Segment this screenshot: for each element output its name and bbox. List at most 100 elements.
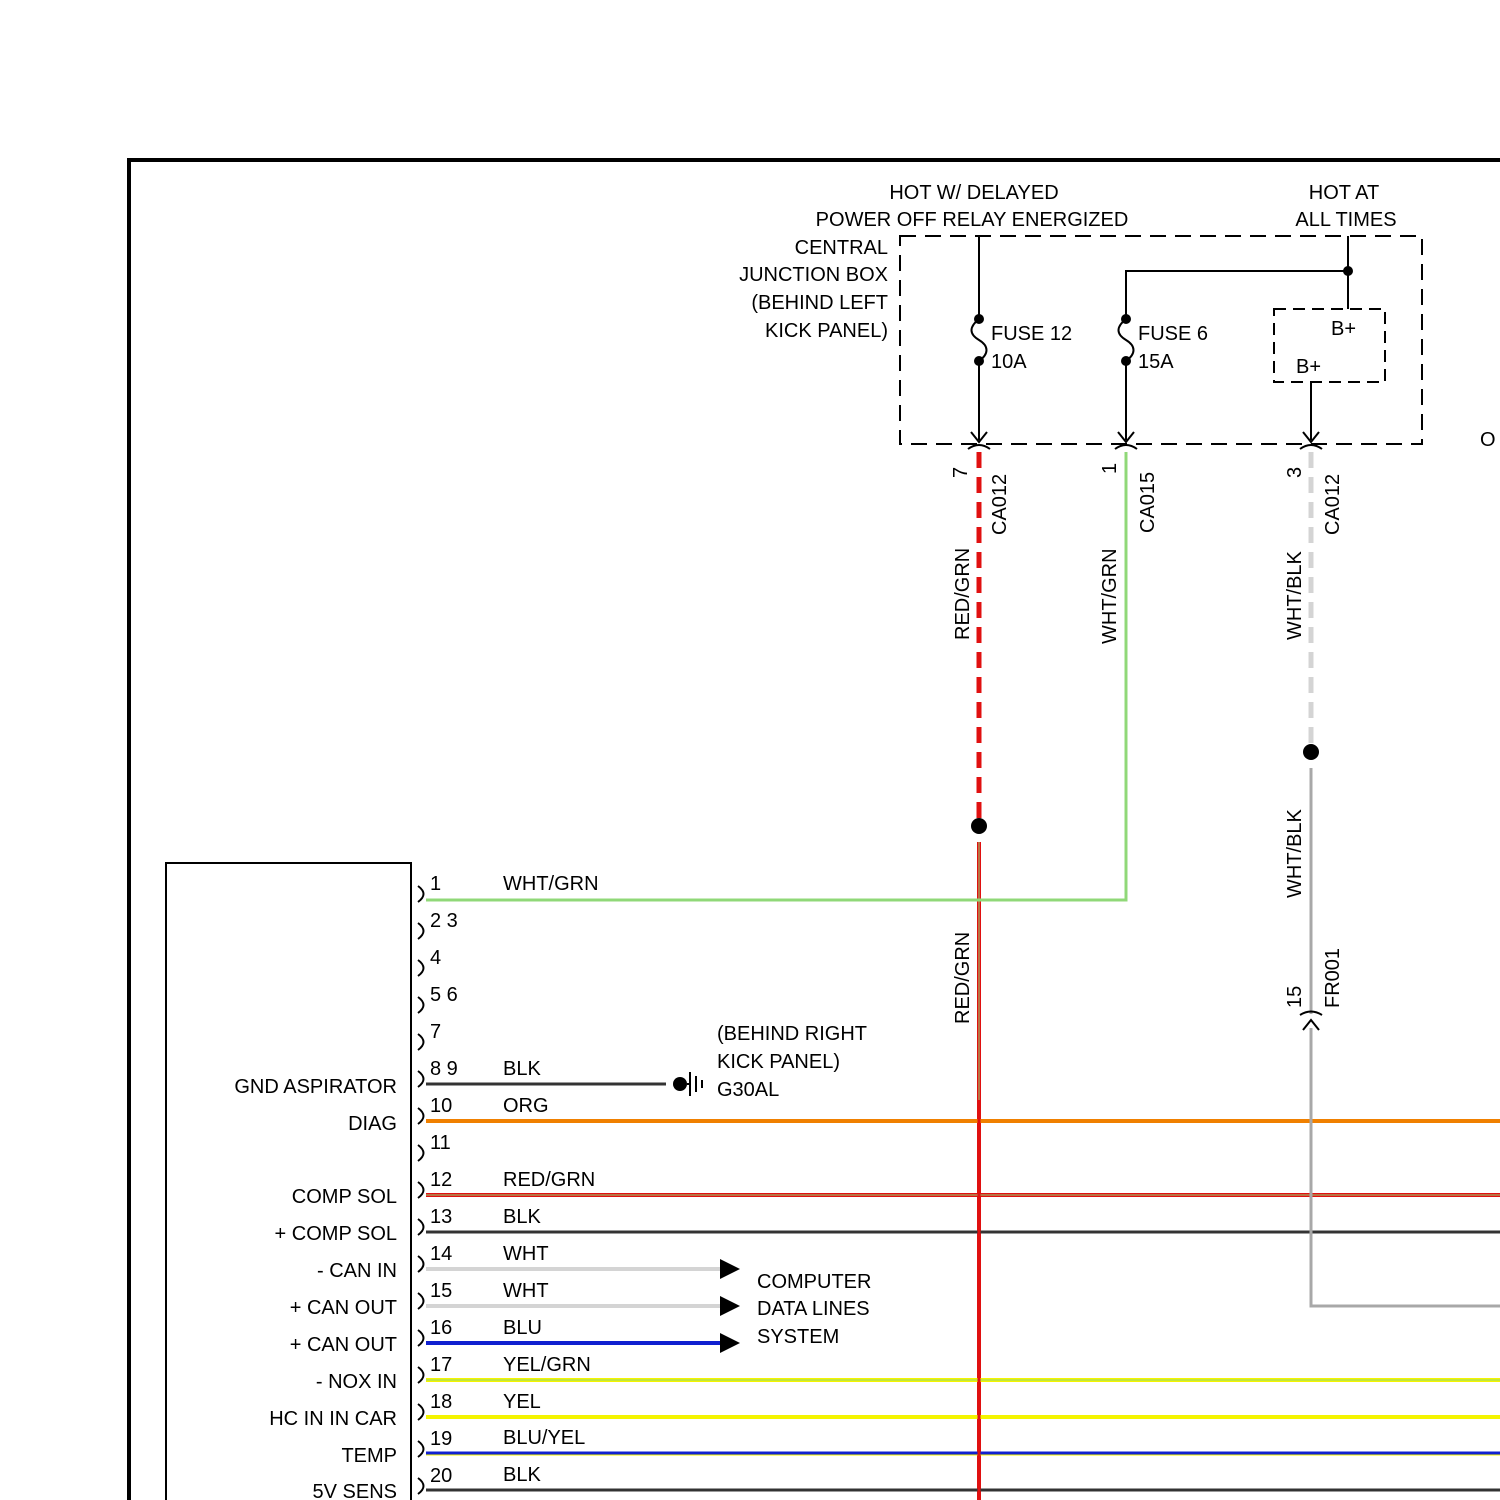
module-function-labels: GND ASPIRATOR DIAG COMP SOL + COMP SOL -… (234, 1076, 397, 1500)
always-power-label-line2: ALL TIMES (1295, 209, 1396, 231)
bplus-bottom-label: B+ (1296, 356, 1321, 378)
junction-box-connector-arrows (968, 432, 1322, 449)
fuse-6-name: FUSE 6 (1138, 323, 1208, 345)
vertical-wire-wht-grn: 1 CA015 WHT/GRN (426, 452, 1159, 900)
power-source-labels: HOT W/ DELAYED POWER OFF RELAY ENERGIZED… (816, 182, 1397, 231)
delayed-power-label-line2: POWER OFF RELAY ENERGIZED (816, 209, 1129, 231)
data-lines-label-line1: COMPUTER (757, 1271, 871, 1293)
pin-number: 16 (430, 1317, 452, 1339)
edge-mark: O (1480, 429, 1496, 451)
pin-number: 13 (430, 1206, 452, 1228)
pin-number: 20 (430, 1465, 452, 1487)
junction-box-label-line1: CENTRAL (795, 237, 888, 259)
pin-number: 11 (430, 1132, 451, 1154)
red-grn-color-label: RED/GRN (952, 548, 974, 640)
module-pin-column: 1 2 3 4 5 6 7 8 9 10 11 12 13 14 15 16 1… (418, 873, 458, 1494)
function-label: HC IN IN CAR (269, 1408, 397, 1430)
pin-number: 10 (430, 1095, 452, 1117)
computer-data-lines: COMPUTER DATA LINES SYSTEM (720, 1259, 871, 1353)
data-line-arrow (720, 1259, 740, 1279)
junction-box-label-line4: KICK PANEL) (765, 320, 888, 342)
pin-number: 5 6 (430, 984, 458, 1006)
function-label: 5V SENS (313, 1481, 397, 1500)
wire-label: BLK (503, 1206, 541, 1228)
pin-number: 15 (430, 1280, 452, 1302)
fr001-connector: FR001 (1322, 948, 1344, 1008)
fuse-6: FUSE 6 15A (1119, 236, 1354, 440)
function-label: + CAN OUT (290, 1334, 397, 1356)
pin-number: 2 3 (430, 910, 458, 932)
wht-blk-lower-label: WHT/BLK (1284, 808, 1306, 898)
data-line-arrow (720, 1333, 740, 1353)
wht-blk-pin: 3 (1284, 467, 1306, 478)
pin-number: 19 (430, 1428, 452, 1450)
horizontal-wires (426, 1084, 1500, 1490)
fuse-12: FUSE 12 10A (972, 236, 1073, 440)
wire-label: WHT/GRN (503, 873, 599, 895)
wire-label: BLU (503, 1317, 542, 1339)
wire-label: WHT (503, 1280, 549, 1302)
wire-label: BLU/YEL (503, 1427, 585, 1449)
ground-location-line1: (BEHIND RIGHT (717, 1023, 867, 1045)
function-label: GND ASPIRATOR (234, 1076, 397, 1098)
red-grn-connector: CA012 (989, 474, 1011, 535)
central-junction-box: CENTRAL JUNCTION BOX (BEHIND LEFT KICK P… (739, 236, 1422, 449)
function-label: - NOX IN (316, 1371, 397, 1393)
module-pin: 11 (418, 1132, 451, 1161)
fuse-12-rating: 10A (991, 351, 1027, 373)
function-label: DIAG (348, 1113, 397, 1135)
ground-point (673, 1077, 687, 1091)
pin-number: 14 (430, 1243, 452, 1265)
wht-grn-color-label: WHT/GRN (1099, 548, 1121, 644)
module-pin: 1 (418, 873, 441, 902)
function-label: TEMP (341, 1445, 397, 1467)
wire-label: YEL/GRN (503, 1354, 591, 1376)
wire-color-labels: WHT/GRN BLK ORG RED/GRN BLK WHT WHT BLU … (503, 873, 599, 1486)
ground-location-line2: KICK PANEL) (717, 1051, 840, 1073)
pin-number: 17 (430, 1354, 452, 1376)
pin-number: 4 (430, 947, 441, 969)
wht-grn-pin: 1 (1099, 463, 1121, 474)
junction-box-label-line2: JUNCTION BOX (739, 264, 888, 286)
data-lines-label-line2: DATA LINES (757, 1298, 870, 1320)
wire-label: WHT (503, 1243, 549, 1265)
pin-number: 7 (430, 1021, 441, 1043)
wht-blk-connector: CA012 (1322, 474, 1344, 535)
module-pin: 2 3 (418, 910, 458, 939)
wire-label: ORG (503, 1095, 549, 1117)
vertical-wire-wht-blk: 3 CA012 WHT/BLK WHT/BLK 15 FR001 (1284, 452, 1500, 1306)
control-module-box (166, 863, 411, 1500)
pin-number: 12 (430, 1169, 452, 1191)
battery-bus: B+ B+ (1274, 309, 1385, 440)
function-label: COMP SOL (292, 1186, 397, 1208)
fr001-pin: 15 (1284, 986, 1306, 1008)
ground-g30al: (BEHIND RIGHT KICK PANEL) G30AL (673, 1023, 867, 1101)
wire-label: BLK (503, 1464, 541, 1486)
delayed-power-label-line1: HOT W/ DELAYED (889, 182, 1058, 204)
module-pin: 7 (418, 1021, 441, 1050)
red-grn-lower-label: RED/GRN (952, 932, 974, 1024)
function-label: - CAN IN (317, 1260, 397, 1282)
function-label: + COMP SOL (275, 1223, 397, 1245)
pin-number: 8 9 (430, 1058, 458, 1080)
always-power-label-line1: HOT AT (1309, 182, 1379, 204)
function-label: + CAN OUT (290, 1297, 397, 1319)
ground-id: G30AL (717, 1079, 779, 1101)
bplus-top-label: B+ (1331, 318, 1356, 340)
module-pin: 4 (418, 947, 441, 976)
wht-grn-connector: CA015 (1137, 472, 1159, 533)
fuse-6-rating: 15A (1138, 351, 1174, 373)
wht-blk-color-label: WHT/BLK (1284, 550, 1306, 640)
module-pin: 5 6 (418, 984, 458, 1013)
junction-box-label-line3: (BEHIND LEFT (751, 292, 888, 314)
pin-number: 18 (430, 1391, 452, 1413)
wire-label: RED/GRN (503, 1169, 595, 1191)
pin-number: 1 (430, 873, 441, 895)
data-lines-label-line3: SYSTEM (757, 1326, 839, 1348)
fuse-12-name: FUSE 12 (991, 323, 1072, 345)
red-grn-pin: 7 (950, 467, 972, 478)
data-line-arrow (720, 1296, 740, 1316)
wire-label: YEL (503, 1391, 541, 1413)
wire-label: BLK (503, 1058, 541, 1080)
